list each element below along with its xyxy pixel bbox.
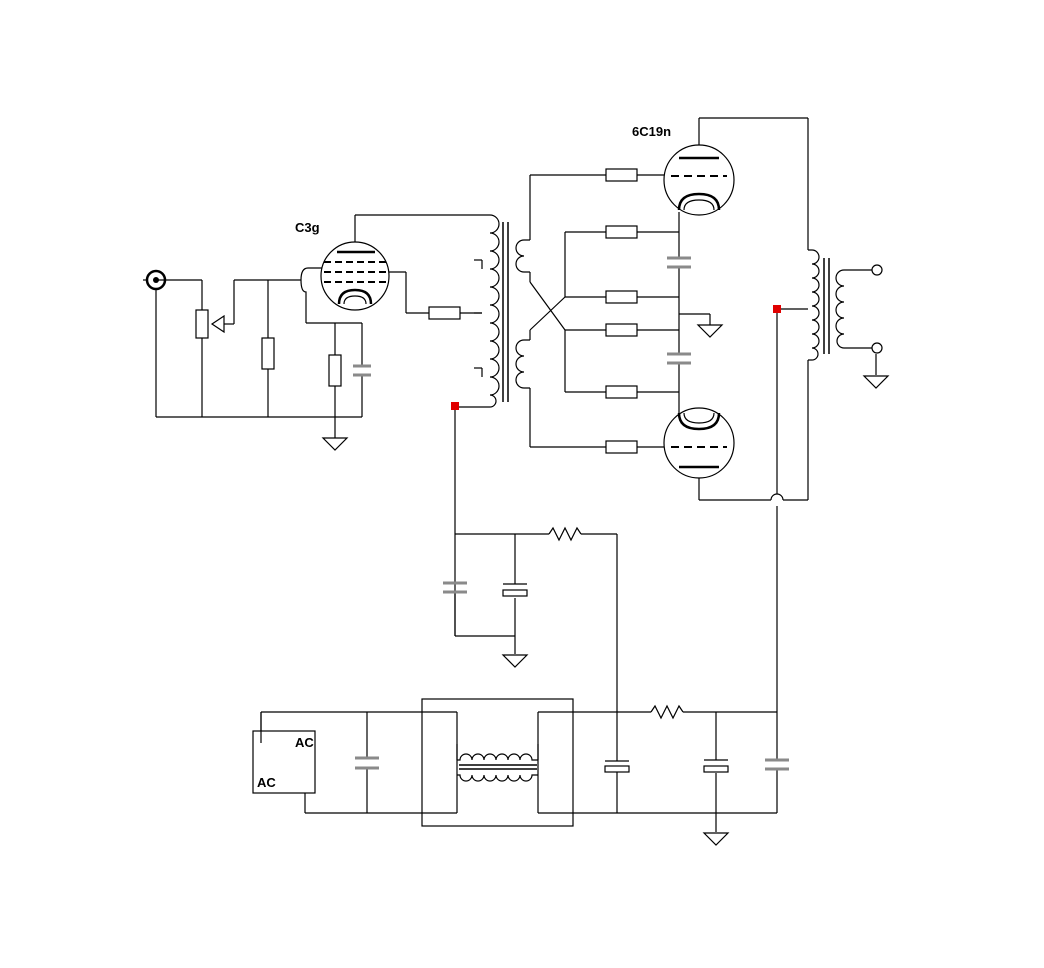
driver-tube: [320, 241, 390, 311]
bias-resistor-1: [605, 225, 638, 239]
output-tube-label: 6C19n: [632, 124, 671, 139]
electrolytic-capacitor: [502, 583, 528, 597]
ground-symbol: [321, 437, 349, 451]
plate-wiring: [698, 117, 809, 712]
ground-symbol: [702, 832, 730, 846]
cathode-capacitor-bottom: [667, 352, 691, 365]
screen-resistor: [428, 306, 461, 320]
ground-symbol: [501, 654, 529, 668]
speaker-terminal: [871, 264, 883, 276]
power-supply-wiring: [260, 704, 778, 832]
speaker-terminal: [871, 342, 883, 354]
filter-capacitor: [443, 581, 467, 594]
driver-wiring: [354, 214, 488, 314]
reservoir-capacitor: [604, 760, 630, 773]
output-tube-top: [663, 144, 735, 216]
interstage-transformer: [455, 175, 566, 447]
bias-resistor-2: [605, 290, 638, 304]
ac-terminal-label: AC: [295, 735, 314, 750]
power-transformer: [421, 698, 574, 827]
mains-capacitor: [355, 756, 379, 770]
grid-resistor-bottom: [605, 440, 638, 454]
grid-resistor-top: [605, 168, 638, 182]
node-marker: [451, 402, 459, 410]
ac-terminal-label: AC: [257, 775, 276, 790]
cathode-capacitor: [353, 364, 371, 377]
grid-resistor: [261, 337, 275, 370]
bias-resistor-4: [605, 385, 638, 399]
cathode-resistor: [328, 354, 342, 387]
smoothing-capacitor: [703, 759, 729, 773]
input-wiring: [155, 267, 363, 438]
ac-source: AC AC: [252, 712, 316, 794]
output-tube-bottom: [663, 407, 735, 479]
node-marker: [773, 305, 781, 313]
grid-network-wiring: [530, 174, 711, 448]
bypass-capacitor: [765, 758, 789, 771]
bias-resistor-3: [605, 323, 638, 337]
cathode-capacitor-top: [667, 256, 691, 269]
driver-tube-label: C3g: [295, 220, 320, 235]
ground-symbol: [862, 375, 890, 389]
output-transformer: [808, 249, 877, 375]
volume-potentiometer: [195, 309, 234, 339]
driver-supply-filter: [454, 410, 618, 761]
ground-symbol: [696, 324, 724, 338]
